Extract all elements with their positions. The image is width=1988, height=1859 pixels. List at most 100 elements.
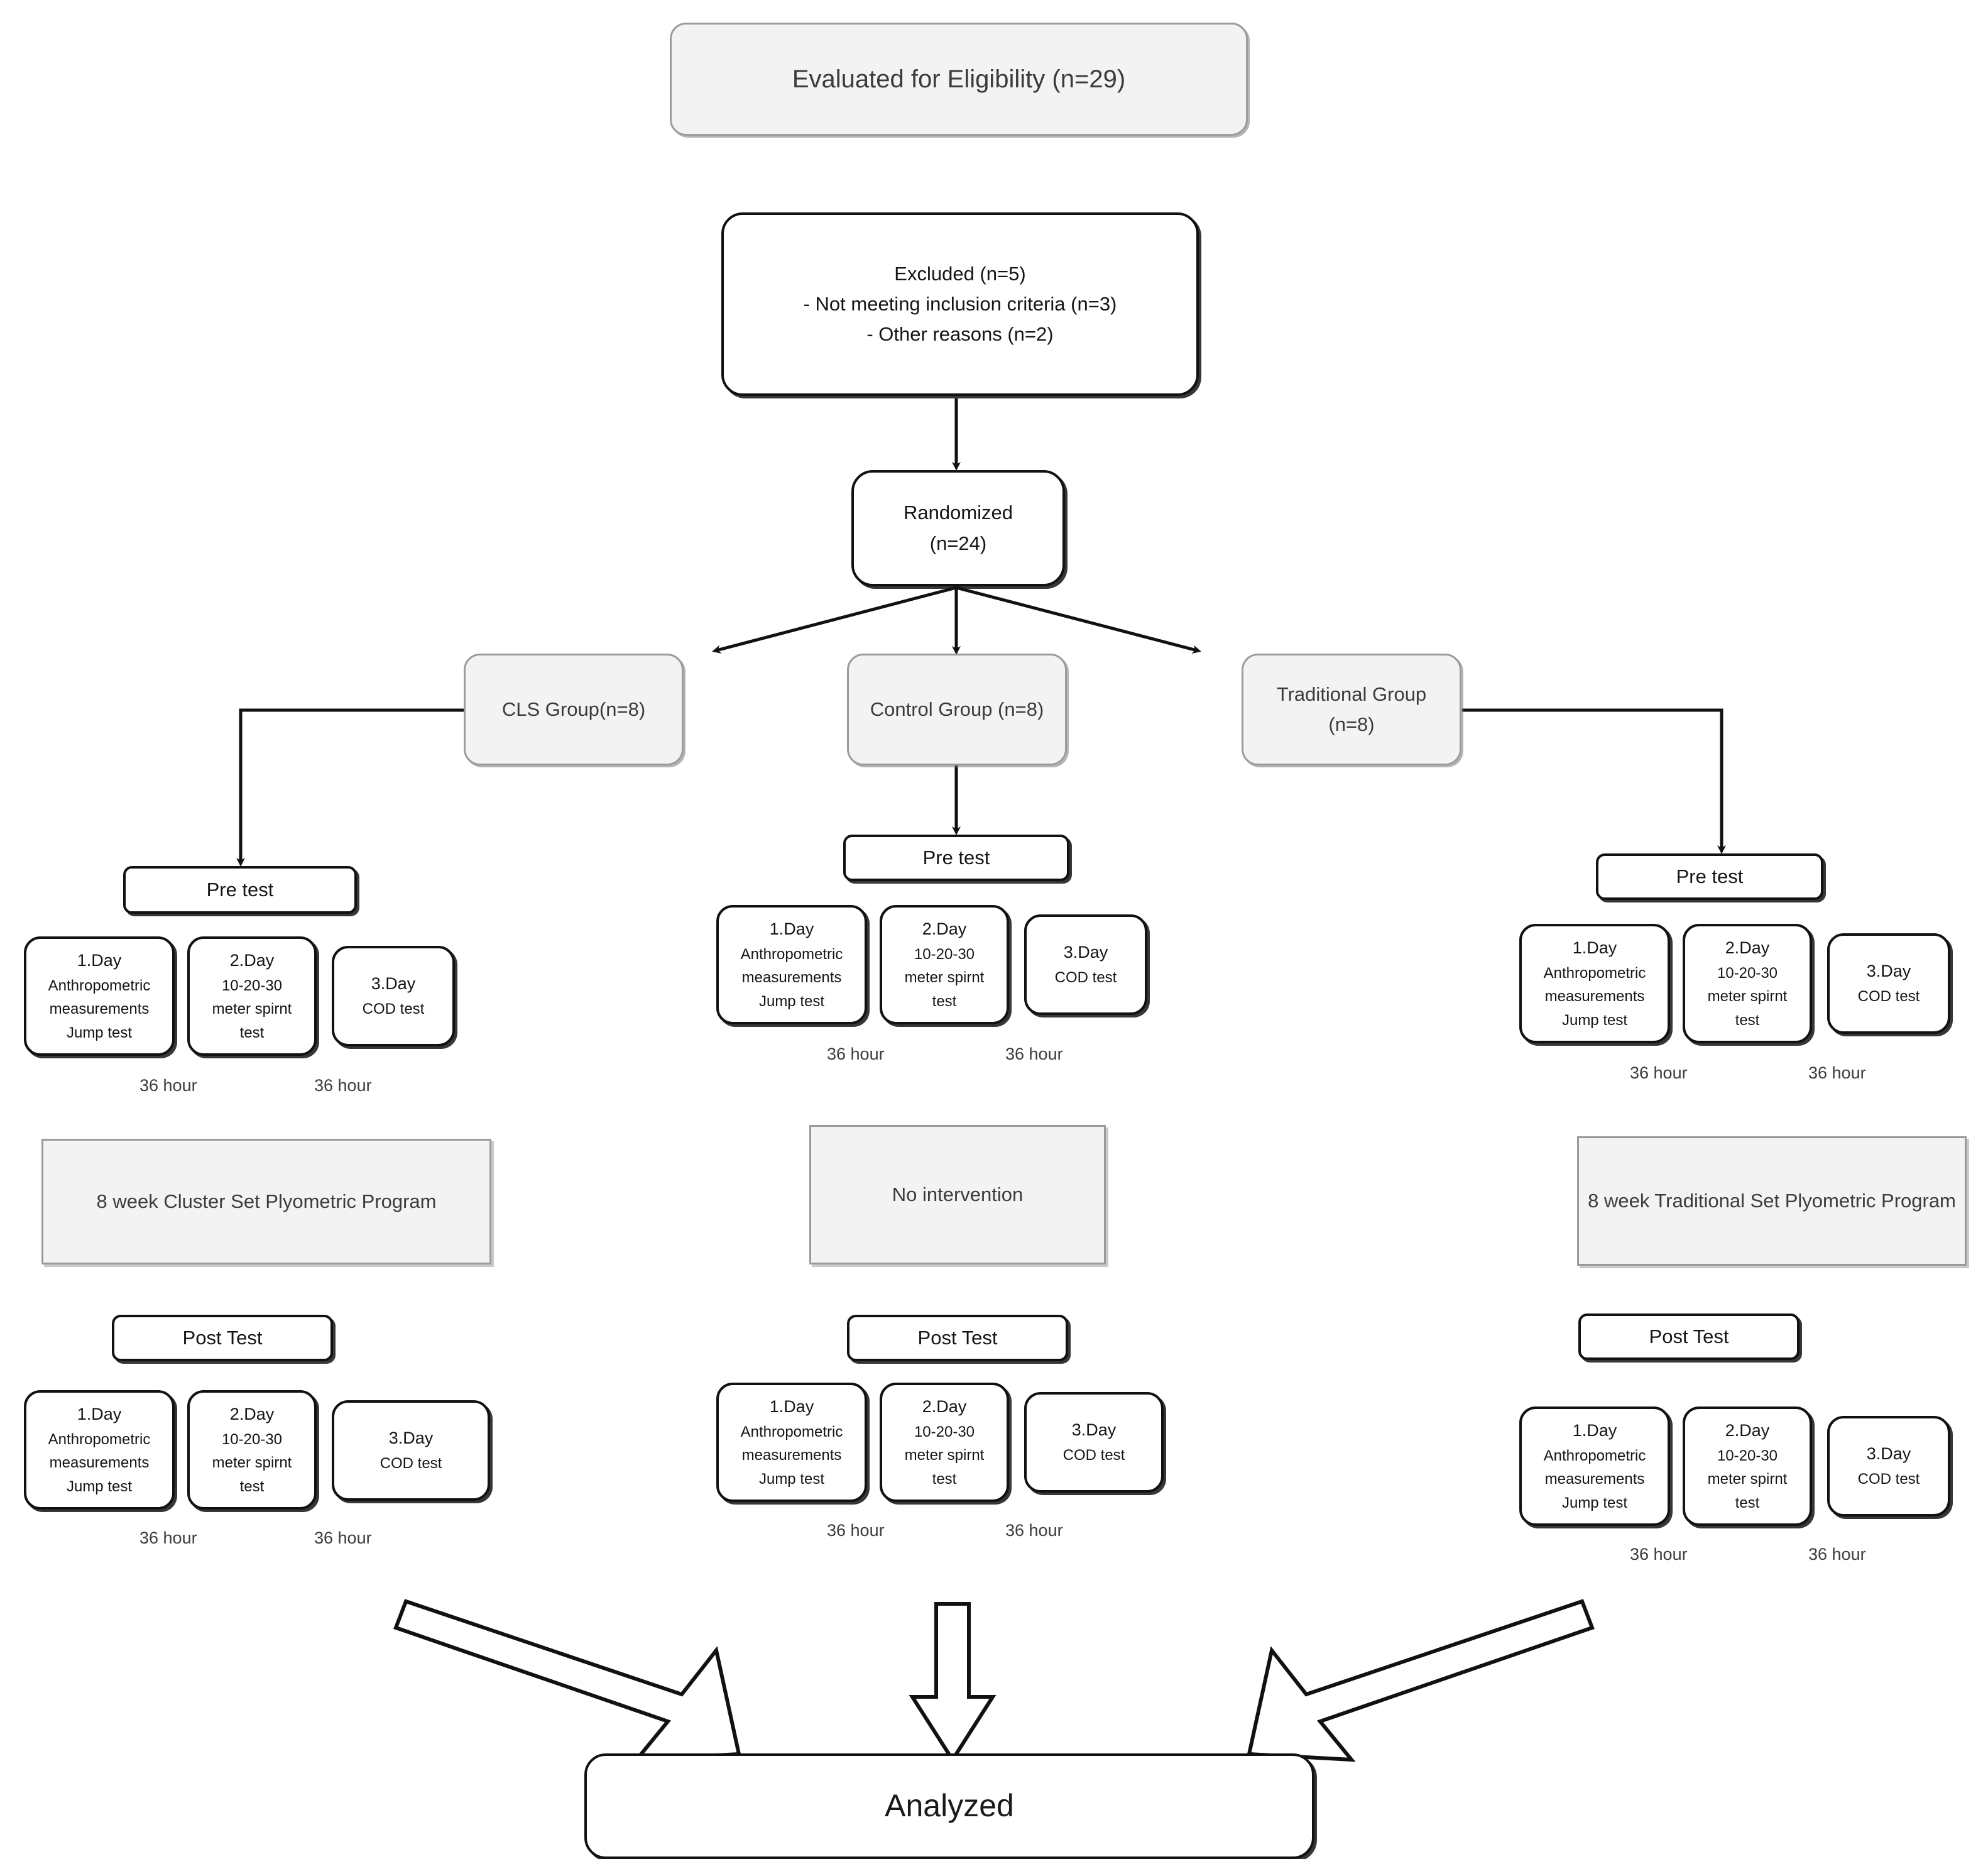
- hour-label-middle-post-1: 36 hour: [827, 1521, 885, 1540]
- day-title: 2.Day: [922, 1397, 967, 1417]
- day-title: 3.Day: [1866, 962, 1911, 981]
- hour-label-left-post-1: 36 hour: [139, 1528, 197, 1547]
- day-title: 3.Day: [388, 1429, 434, 1448]
- box-posttest-right: Post Test: [1578, 1313, 1800, 1360]
- box-group-traditional: Traditional Group (n=8): [1242, 654, 1461, 765]
- box-intervention-right: 8 week Traditional Set Plyometric Progra…: [1577, 1136, 1967, 1266]
- box-pretest-middle-day1: 1.Day Anthropometric measurements Jump t…: [716, 905, 867, 1024]
- connector-randomized-cls: [712, 586, 957, 654]
- box-pretest-right-day2: 2.Day 10-20-30 meter spirnt test: [1683, 924, 1812, 1043]
- day-line2: Anthropometric: [740, 946, 843, 963]
- day-line3: meter spirnt: [212, 1454, 292, 1472]
- box-posttest-middle: Post Test: [847, 1315, 1068, 1361]
- day-line2: 10-20-30: [914, 1423, 975, 1441]
- day-line2: COD test: [362, 1001, 425, 1018]
- box-posttest-left-day1: 1.Day Anthropometric measurements Jump t…: [24, 1390, 175, 1510]
- hour-label-right-pre-2: 36 hour: [1808, 1063, 1866, 1082]
- day-title: 1.Day: [769, 1397, 814, 1417]
- hour-label-left-pre-2: 36 hour: [314, 1076, 372, 1095]
- day-line4: Jump test: [758, 1470, 825, 1488]
- block-arrow-center: [909, 1602, 997, 1763]
- day-line2: 10-20-30: [221, 977, 283, 995]
- box-pretest-right-day1: 1.Day Anthropometric measurements Jump t…: [1519, 924, 1670, 1043]
- box-posttest-middle-day2: 2.Day 10-20-30 meter spirnt test: [880, 1383, 1009, 1502]
- day-title: 1.Day: [77, 951, 122, 970]
- box-pretest-right: Pre test: [1596, 853, 1823, 900]
- day-title: 2.Day: [1725, 1421, 1770, 1440]
- box-posttest-left-day2: 2.Day 10-20-30 meter spirnt test: [187, 1390, 317, 1510]
- day-line3: measurements: [1544, 1471, 1645, 1488]
- box-posttest-right-day1: 1.Day Anthropometric measurements Jump t…: [1519, 1407, 1670, 1526]
- hour-label-right-post-2: 36 hour: [1808, 1545, 1866, 1564]
- day-line3: meter spirnt: [904, 1447, 985, 1464]
- day-line2: 10-20-30: [221, 1431, 283, 1449]
- box-randomized: Randomized (n=24): [851, 470, 1065, 586]
- day-line2: COD test: [1857, 1471, 1920, 1488]
- day-title: 3.Day: [371, 974, 416, 994]
- day-line3: measurements: [1544, 988, 1645, 1006]
- box-analyzed: Analyzed: [584, 1753, 1314, 1859]
- day-line3: meter spirnt: [1707, 988, 1788, 1006]
- day-line4: Jump test: [1561, 1011, 1628, 1029]
- day-line2: 10-20-30: [914, 946, 975, 963]
- day-line2: COD test: [1857, 988, 1920, 1006]
- day-line3: measurements: [49, 1454, 150, 1472]
- day-line2: Anthropometric: [1543, 1447, 1646, 1465]
- day-title: 2.Day: [1725, 938, 1770, 958]
- day-title: 1.Day: [1572, 938, 1617, 958]
- connector-randomized-traditional: [956, 586, 1201, 654]
- block-arrow-right: [1247, 1599, 1595, 1762]
- day-line2: Anthropometric: [740, 1423, 843, 1441]
- hour-label-right-post-1: 36 hour: [1630, 1545, 1688, 1564]
- day-title: 1.Day: [769, 919, 814, 939]
- hour-label-middle-pre-2: 36 hour: [1005, 1045, 1063, 1063]
- hour-label-right-pre-1: 36 hour: [1630, 1063, 1688, 1082]
- day-title: 2.Day: [229, 951, 275, 970]
- day-line4: test: [1735, 1494, 1760, 1511]
- day-line2: Anthropometric: [48, 1431, 151, 1449]
- day-line3: meter spirnt: [1707, 1471, 1788, 1488]
- day-line3: measurements: [741, 1447, 842, 1464]
- box-posttest-right-day2: 2.Day 10-20-30 meter spirnt test: [1683, 1407, 1812, 1526]
- day-title: 1.Day: [77, 1405, 122, 1424]
- day-title: 1.Day: [1572, 1421, 1617, 1440]
- day-title: 3.Day: [1071, 1420, 1117, 1440]
- day-line4: test: [1735, 1011, 1760, 1029]
- box-posttest-middle-day1: 1.Day Anthropometric measurements Jump t…: [716, 1383, 867, 1502]
- box-evaluated-eligibility: Evaluated for Eligibility (n=29): [670, 23, 1248, 136]
- box-pretest-middle-day2: 2.Day 10-20-30 meter spirnt test: [880, 905, 1009, 1024]
- box-intervention-left: 8 week Cluster Set Plyometric Program: [41, 1139, 491, 1264]
- connector-cls-pretest: [236, 708, 466, 867]
- box-pretest-left: Pre test: [123, 866, 357, 914]
- box-pretest-middle-day3: 3.Day COD test: [1024, 914, 1147, 1015]
- hour-label-middle-pre-1: 36 hour: [827, 1045, 885, 1063]
- day-line4: test: [239, 1024, 265, 1041]
- box-posttest-left: Post Test: [112, 1315, 333, 1361]
- day-line2: Anthropometric: [48, 977, 151, 995]
- box-excluded: Excluded (n=5) - Not meeting inclusion c…: [721, 212, 1199, 396]
- day-line2: COD test: [1062, 1447, 1125, 1464]
- day-line2: Anthropometric: [1543, 965, 1646, 982]
- connector-traditional-pretest: [1462, 708, 1726, 854]
- day-line3: meter spirnt: [212, 1001, 292, 1018]
- day-line3: measurements: [741, 969, 842, 987]
- day-line3: measurements: [49, 1001, 150, 1018]
- hour-label-middle-post-2: 36 hour: [1005, 1521, 1063, 1540]
- day-title: 3.Day: [1866, 1444, 1911, 1464]
- box-posttest-left-day3: 3.Day COD test: [332, 1400, 490, 1501]
- day-line2: 10-20-30: [1717, 965, 1778, 982]
- box-intervention-middle: No intervention: [809, 1125, 1106, 1264]
- box-group-control: Control Group (n=8): [847, 654, 1067, 765]
- day-line3: meter spirnt: [904, 969, 985, 987]
- day-line2: COD test: [1054, 969, 1117, 987]
- box-posttest-middle-day3: 3.Day COD test: [1024, 1392, 1164, 1493]
- day-line4: test: [932, 1470, 957, 1488]
- box-pretest-left-day1: 1.Day Anthropometric measurements Jump t…: [24, 936, 175, 1056]
- hour-label-left-pre-1: 36 hour: [139, 1076, 197, 1095]
- day-line4: Jump test: [66, 1024, 133, 1041]
- day-line4: Jump test: [758, 992, 825, 1010]
- box-group-cls: CLS Group(n=8): [464, 654, 684, 765]
- box-pretest-middle: Pre test: [843, 835, 1069, 881]
- box-pretest-left-day3: 3.Day COD test: [332, 946, 455, 1046]
